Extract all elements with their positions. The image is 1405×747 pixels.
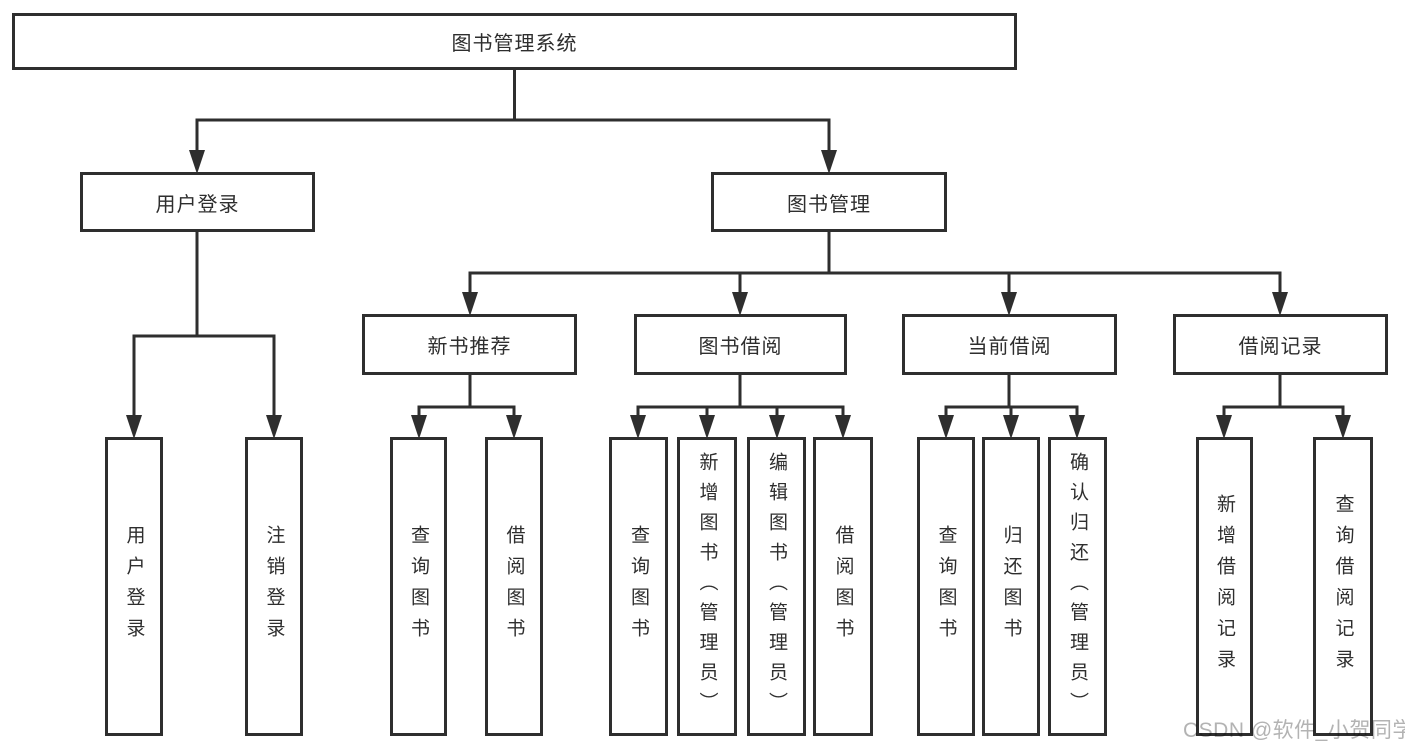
node-system-root: 图书管理系统 (12, 13, 1017, 70)
arrowhead-icon (126, 415, 142, 439)
node-label: 图书借阅 (698, 336, 783, 358)
node-book-borrowing: 图书借阅 (634, 314, 847, 375)
arrowhead-icon (732, 292, 748, 316)
node-label: 借阅记录 (1238, 336, 1323, 358)
arrowhead-icon (699, 415, 715, 439)
arrowhead-icon (835, 415, 851, 439)
leaf-query-borrow-record: 查询借阅记录 (1313, 437, 1373, 736)
leaf-borrow-book-borrowing: 借阅图书 (813, 437, 873, 736)
node-label: 编辑图书（管理员） (766, 451, 787, 722)
leaf-borrow-book-recommend: 借阅图书 (485, 437, 543, 736)
arrowhead-icon (266, 415, 282, 439)
arrowhead-icon (630, 415, 646, 439)
leaf-logout: 注销登录 (245, 437, 303, 736)
node-new-book-recommend: 新书推荐 (362, 314, 577, 375)
leaf-query-book-current: 查询图书 (917, 437, 975, 736)
node-label: 查询图书 (628, 524, 649, 649)
leaf-confirm-return-admin: 确认归还（管理员） (1048, 437, 1107, 736)
node-label: 确认归还（管理员） (1067, 451, 1088, 722)
node-label: 用户登录 (155, 193, 240, 216)
arrowhead-icon (1001, 292, 1017, 316)
node-label: 查询图书 (935, 524, 957, 649)
node-book-management: 图书管理 (711, 172, 947, 232)
node-label: 借阅图书 (503, 524, 525, 649)
arrowhead-icon (462, 292, 478, 316)
arrowhead-icon (411, 415, 427, 439)
node-label: 查询借阅记录 (1332, 493, 1354, 680)
arrowhead-icon (1003, 415, 1019, 439)
node-current-borrowing: 当前借阅 (902, 314, 1117, 375)
node-label: 新书推荐 (427, 336, 512, 358)
leaf-user-login: 用户登录 (105, 437, 163, 736)
leaf-edit-book-admin: 编辑图书（管理员） (747, 437, 806, 736)
leaf-add-book-admin: 新增图书（管理员） (677, 437, 737, 736)
node-label: 注销登录 (263, 524, 285, 649)
arrowhead-icon (1216, 415, 1232, 439)
arrowhead-icon (821, 150, 837, 174)
csdn-watermark: CSDN @软件_小贺同学 (1183, 719, 1405, 742)
arrowhead-icon (769, 415, 785, 439)
leaf-query-book-recommend: 查询图书 (390, 437, 447, 736)
node-label: 用户登录 (123, 524, 145, 649)
node-label: 图书管理系统 (451, 33, 578, 55)
arrowhead-icon (506, 415, 522, 439)
node-borrowing-records: 借阅记录 (1173, 314, 1388, 375)
arrowhead-icon (189, 150, 205, 174)
arrowhead-icon (938, 415, 954, 439)
arrowhead-icon (1069, 415, 1085, 439)
node-label: 新增借阅记录 (1214, 493, 1235, 680)
node-label: 借阅图书 (832, 524, 854, 649)
node-user-login: 用户登录 (80, 172, 315, 232)
arrowhead-icon (1272, 292, 1288, 316)
node-label: 图书管理 (787, 193, 871, 216)
leaf-query-book-borrowing: 查询图书 (609, 437, 668, 736)
node-label: 归还图书 (1000, 524, 1022, 649)
leaf-return-book: 归还图书 (982, 437, 1040, 736)
arrowhead-icon (1335, 415, 1351, 439)
node-label: 当前借阅 (967, 336, 1052, 358)
leaf-add-borrow-record: 新增借阅记录 (1196, 437, 1253, 736)
node-label: 查询图书 (408, 524, 429, 649)
node-label: 新增图书（管理员） (696, 451, 718, 722)
